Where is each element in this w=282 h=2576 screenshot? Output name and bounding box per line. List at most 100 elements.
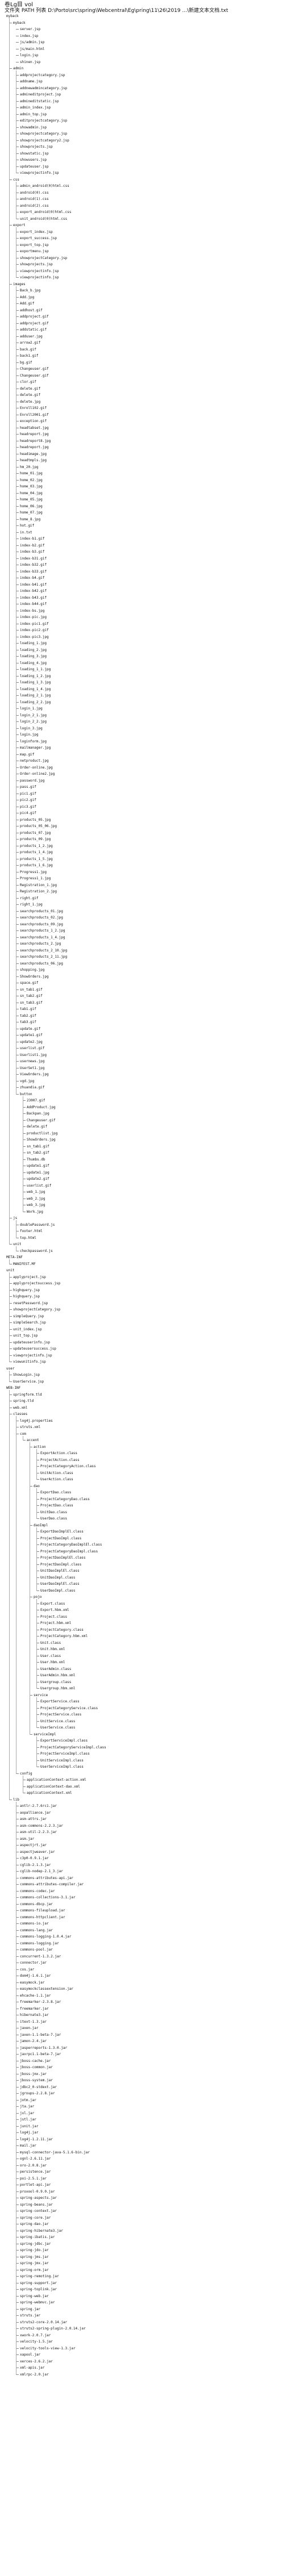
tree-guide-line [36, 1599, 37, 1689]
tree-connector [16, 715, 19, 716]
file-name: highquery.jsp [13, 1288, 40, 1292]
file-name: xerces-2.6.2.jar [20, 2359, 53, 2364]
file-name: myback [13, 20, 26, 25]
tree-connector [16, 976, 19, 977]
file-name: index.jsp [20, 34, 39, 38]
file-name: searchproducts_09.jpg [20, 922, 63, 926]
file-name: tab3.gif [20, 1020, 36, 1024]
file-name: Project.class [40, 1614, 67, 1619]
file-name: ShowOrders.jpg [20, 974, 49, 979]
file-name: Changeuser.gif [20, 367, 49, 371]
folder-name: user [6, 1366, 15, 1371]
tree-connector [16, 2191, 19, 2192]
file-name: userlist.gif [27, 1183, 52, 1188]
file-name: Changeuser.gif [27, 1118, 56, 1122]
tree-connector [16, 728, 19, 729]
tree-connector [16, 904, 19, 905]
file-name: asm.jar [20, 1836, 35, 1841]
file-name: ognl-2.6.11.jar [20, 2157, 51, 2161]
file-name: ShowLogin.jsp [13, 1373, 40, 1377]
file-name: UserAdmin.class [40, 1667, 72, 1671]
file-name: mysql-connector-java-5.1.6-bin.jar [20, 2150, 90, 2155]
tree-connector [23, 1100, 26, 1101]
file-name: xapool.jar [20, 2353, 41, 2357]
tree-connector [16, 1949, 19, 1950]
path-listing-subtitle: 文件夹 PATH 列表 D:\Porto\src\spring\Webcentr… [5, 8, 229, 14]
file-name: products_1_6.jpg [20, 863, 53, 867]
file-name: home_02.jpg [20, 478, 43, 482]
tree-connector [36, 1551, 39, 1552]
file-name: addprojectcategory.jsp [20, 73, 65, 77]
tree-connector [16, 492, 19, 494]
tree-connector [16, 1035, 19, 1036]
tree-connector [16, 316, 19, 317]
file-name: Backpan.jpg [27, 1112, 49, 1116]
tree-connector [9, 1316, 12, 1317]
file-name: c3p0-0.9.1.jar [20, 1856, 49, 1860]
file-name: shinen.jsp [20, 60, 41, 64]
tree-connector [16, 924, 19, 925]
tree-connector [36, 1498, 39, 1500]
tree-connector [16, 1890, 19, 1892]
file-name: spring-jms.jar [20, 2254, 49, 2259]
file-name: easymockclassextension.jar [20, 1987, 73, 1991]
file-name: ProjectDao.class [40, 1504, 73, 1508]
tree-connector [16, 839, 19, 840]
tree-connector [16, 290, 19, 291]
file-name: applicationContext-action.xml [27, 1778, 86, 1782]
file-name: jasperreports-1.3.0.jar [20, 2045, 68, 2050]
tree-connector [36, 1753, 39, 1754]
file-name: viewunitinfo.jsp [13, 1360, 46, 1364]
tree-connector [16, 1943, 19, 1944]
tree-connector [16, 584, 19, 585]
tree-connector [36, 1505, 39, 1506]
tree-connector [36, 1453, 39, 1454]
folder-name: service [34, 1693, 48, 1697]
file-name: applyproject.jsp [13, 1275, 46, 1279]
file-name: index-bs.jpg [20, 608, 45, 613]
file-name: User.hbm.xml [40, 1660, 65, 1664]
tree-connector [30, 1694, 32, 1696]
file-name: export_index.jsp [20, 229, 53, 234]
file-name: index-b31.gif [20, 556, 47, 561]
file-name: admin_android(0)html.css [20, 184, 69, 188]
file-name: addproject.gif [20, 315, 49, 319]
file-name: UserDaoImpl.class [40, 1588, 76, 1593]
tree-connector [16, 297, 19, 298]
file-name: jboss-system.jar [20, 2078, 53, 2082]
file-name: adduser.jpg [20, 334, 43, 339]
file-name: spring.tld [13, 1399, 34, 1403]
tree-connector [16, 1061, 19, 1062]
tree-connector [16, 937, 19, 938]
file-name: update1.gif [20, 1033, 43, 1037]
file-name: pass.gif [20, 785, 36, 789]
tree-connector [36, 1492, 39, 1493]
tree-guide-line [9, 1370, 10, 1382]
file-name: Order-online2.jpg [20, 772, 55, 776]
folder-name: META-INF [6, 1255, 23, 1259]
file-name: addproject.gif [20, 321, 49, 325]
file-name: showprojectCategory.jsp [20, 256, 68, 260]
file-name: applicationContext.xml [27, 1791, 72, 1795]
volume-title: 卷Lg目 vol [5, 2, 33, 8]
tree-connector [9, 1329, 12, 1330]
tree-connector [9, 179, 12, 180]
file-name: products_07.jpg [20, 830, 51, 835]
tree-connector [16, 87, 19, 89]
tree-connector [16, 2308, 19, 2310]
file-name: viewprojectinfo.jsp [20, 275, 59, 279]
tree-connector [16, 1845, 19, 1846]
file-name: update2.jpg [20, 1039, 43, 1044]
file-name: Enroll2001.gif [20, 412, 49, 417]
file-name: exception.gif [20, 419, 47, 423]
file-name: index-b44.gif [20, 602, 47, 606]
tree-connector [16, 721, 19, 722]
tree-connector [16, 1936, 19, 1937]
tree-connector [16, 81, 19, 82]
file-name: UserAdmin.hbm.xml [40, 1673, 76, 1677]
tree-connector [9, 1283, 12, 1284]
tree-connector [16, 2132, 19, 2133]
tree-connector [16, 447, 19, 448]
file-name: update1.gif [27, 1164, 49, 1168]
file-name: products_1_5.jpg [20, 857, 53, 861]
